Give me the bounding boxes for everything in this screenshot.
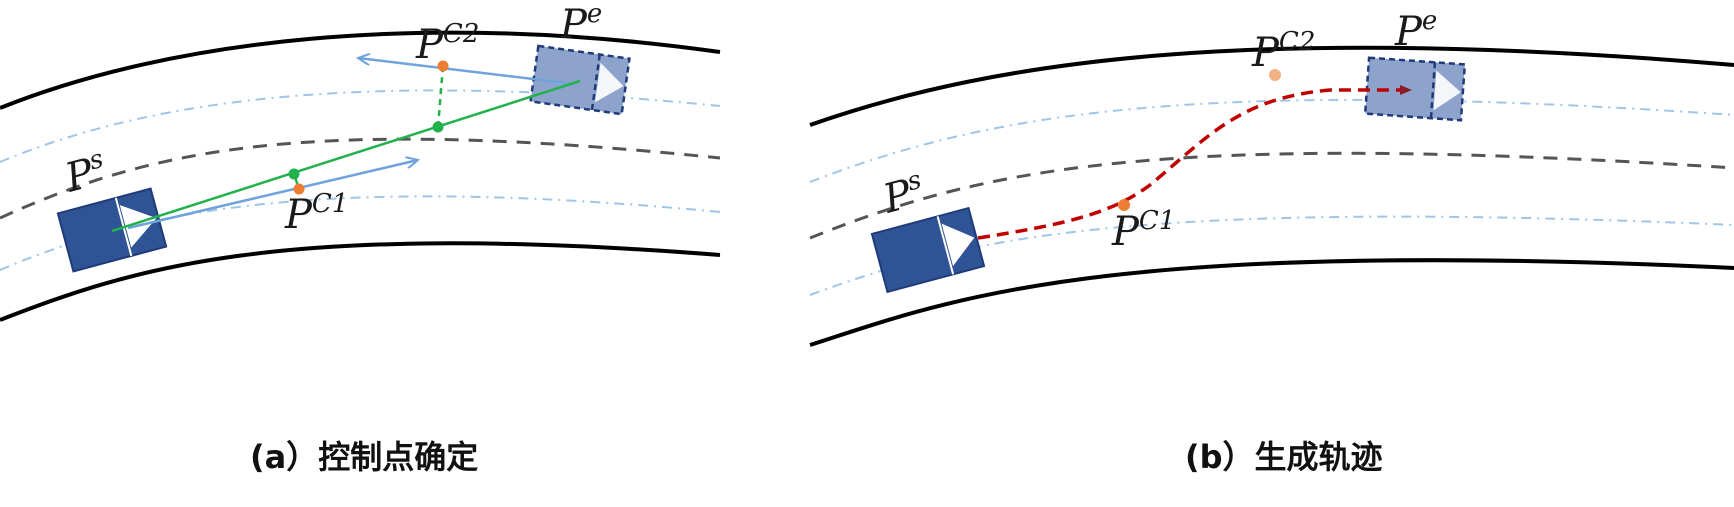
- control-point-c2: [437, 60, 449, 72]
- goal-vehicle: [1363, 56, 1467, 122]
- road-inner-edge: [0, 241, 721, 322]
- label-c1: PC1: [1111, 206, 1175, 255]
- label-start: Ps: [59, 144, 112, 202]
- control-point-c1: [1118, 199, 1130, 211]
- goal-heading-arrow: [358, 58, 576, 86]
- road-outer-edge: [0, 30, 721, 110]
- goal-vehicle-heading-icon: [595, 62, 624, 103]
- intersection-point-2: [432, 121, 444, 133]
- start-goal-connector: [111, 79, 581, 233]
- caption-panel-a: (a）控制点确定: [250, 438, 479, 476]
- goal-vehicle: [529, 44, 631, 116]
- label-c1: PC1: [284, 189, 348, 238]
- lower-lane-guide: [809, 215, 1734, 296]
- label-c2: PC2: [1251, 27, 1315, 76]
- upper-lane-guide: [0, 89, 721, 163]
- panel-b: Ps Pe PC1 PC2: [809, 6, 1734, 347]
- control-point-c1: [293, 183, 305, 195]
- label-c2: PC2: [415, 19, 479, 68]
- road-inner-edge: [809, 258, 1734, 347]
- goal-vehicle-heading-icon: [1433, 70, 1461, 111]
- label-goal: Pe: [1394, 6, 1437, 55]
- start-heading-arrow: [127, 160, 418, 230]
- road-center-line: [0, 137, 721, 220]
- label-start: Ps: [877, 165, 930, 223]
- intersection-point-1: [288, 168, 300, 180]
- road-center-line: [809, 151, 1734, 240]
- caption-panel-b: (b）生成轨迹: [1185, 438, 1383, 476]
- c2-projection: [436, 65, 445, 128]
- generated-trajectory: [977, 85, 1412, 240]
- control-point-c2: [1269, 69, 1281, 81]
- panel-a: Ps Pe PC1 PC2: [0, 0, 721, 322]
- road-outer-edge: [809, 45, 1734, 127]
- label-goal: Pe: [559, 0, 602, 48]
- upper-lane-guide: [809, 98, 1734, 183]
- start-vehicle-heading-icon: [941, 223, 975, 267]
- start-vehicle: [870, 206, 986, 294]
